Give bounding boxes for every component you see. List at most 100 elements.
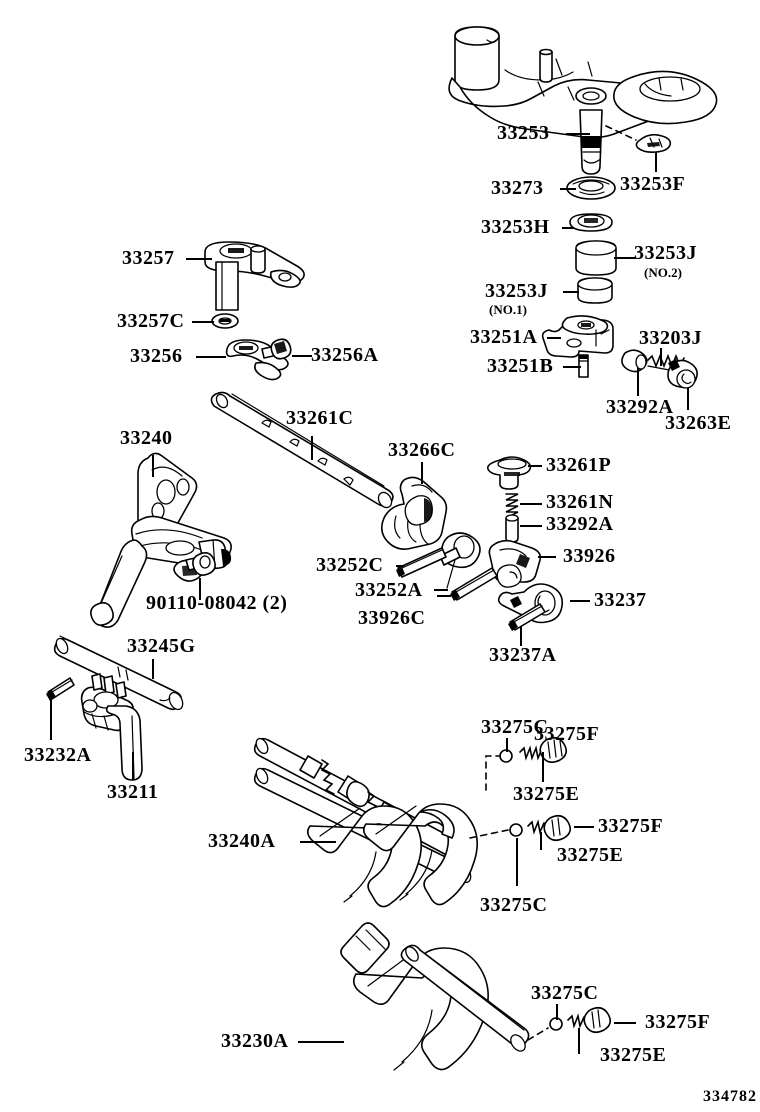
label-33245G: 33245G [127, 635, 196, 657]
part-33256-shape [225, 339, 289, 381]
label-33261C: 33261C [286, 407, 354, 429]
label-33252A: 33252A [355, 579, 423, 601]
leader-dash-33253F [605, 125, 637, 141]
leader-33251A [547, 337, 561, 339]
label-33253: 33253 [497, 122, 550, 144]
leader-33257C [192, 321, 214, 323]
leader-33275F-3 [614, 1022, 636, 1024]
leader-33203J [660, 348, 662, 366]
part-33257C-shape [211, 313, 239, 329]
label-33253J-no1: 33253J [485, 280, 548, 302]
leader-33275C-1 [506, 738, 508, 752]
leader-33273 [560, 188, 576, 190]
label-33275E-2: 33275E [557, 844, 624, 866]
leader-33275C-2 [516, 838, 518, 886]
leader-33926C [437, 595, 451, 597]
label-33275F-3: 33275F [645, 1011, 711, 1033]
leader-33237 [570, 600, 590, 602]
leader-33257 [186, 258, 212, 260]
part-33253-shape [448, 26, 718, 175]
label-33926C: 33926C [358, 607, 426, 629]
label-33237: 33237 [594, 589, 647, 611]
label-33237A: 33237A [489, 644, 557, 666]
part-33256A-shape [261, 338, 292, 360]
label-33275C-2: 33275C [480, 894, 548, 916]
label-33230A: 33230A [221, 1030, 289, 1052]
part-33253H-shape [569, 213, 613, 232]
leader-33253 [566, 133, 590, 135]
part-33926-shape [488, 539, 542, 588]
part-33292A-middle-shape [505, 514, 519, 543]
leader-33266C [421, 462, 423, 484]
label-33926: 33926 [563, 545, 616, 567]
leader-33292A-m [520, 525, 542, 527]
leader-33926 [538, 556, 556, 558]
label-33253J-no2-note: (NO.2) [644, 265, 682, 280]
leader-33240A [300, 841, 336, 843]
label-33251B: 33251B [487, 355, 554, 377]
label-33266C: 33266C [388, 439, 456, 461]
part-33263E-shape [667, 359, 698, 389]
label-33257C: 33257C [117, 310, 185, 332]
leader-33275F-2 [574, 826, 594, 828]
label-33203J: 33203J [639, 327, 702, 349]
leader-33261C [311, 436, 313, 460]
label-33273: 33273 [491, 177, 544, 199]
leader-33240 [152, 455, 154, 477]
label-33232A: 33232A [24, 744, 92, 766]
label-33275C-1: 33275C [481, 716, 549, 738]
part-33253F-shape [635, 133, 672, 153]
label-33253J-no1-note: (NO.1) [489, 302, 527, 317]
leader-90110 [199, 578, 201, 600]
part-33252A-shape [446, 559, 456, 589]
part-33252C-shape [396, 532, 481, 578]
leader-33263E [687, 388, 689, 410]
part-33266C-shape [380, 476, 448, 550]
leader-33211 [132, 752, 134, 780]
label-33257: 33257 [122, 247, 175, 269]
part-33926C-shape [450, 567, 498, 601]
label-33275E-3: 33275E [600, 1044, 667, 1066]
label-33256: 33256 [130, 345, 183, 367]
label-33263E: 33263E [665, 412, 732, 434]
part-33240A-shape [253, 737, 478, 908]
part-33292A-right-shape [621, 349, 648, 373]
label-33251A: 33251A [470, 326, 538, 348]
label-33275F-1: 33275F [534, 723, 600, 745]
label-33240A: 33240A [208, 830, 276, 852]
part-33261P-shape [486, 456, 532, 490]
label-33253F: 33253F [620, 173, 686, 195]
leader-33275E-1 [542, 752, 544, 782]
leader-33230A [298, 1041, 344, 1043]
leader-33253J1 [563, 291, 579, 293]
leader-33261P [528, 465, 542, 467]
part-33230A-shape [340, 922, 530, 1071]
label-33253H: 33253H [481, 216, 550, 238]
part-33253J-no1-shape [577, 277, 613, 304]
part-33253J-no2-shape [575, 240, 617, 276]
part-33261N-shape [505, 493, 519, 519]
label-33256A: 33256A [311, 344, 379, 366]
label-33275F-2: 33275F [598, 815, 664, 837]
part-33237A-shape [508, 603, 546, 631]
label-33275C-3: 33275C [531, 982, 599, 1004]
leader-33237A [520, 626, 522, 646]
label-90110-08042: 90110-08042 (2) [146, 592, 288, 614]
part-33257-shape [204, 241, 305, 311]
leader-33252A [434, 589, 448, 591]
label-33261N: 33261N [546, 491, 614, 513]
part-33275-lower-shape [527, 1006, 612, 1041]
leader-33256A [292, 355, 312, 357]
leader-33275C-3 [556, 1004, 558, 1020]
label-33292A-middle: 33292A [546, 513, 614, 535]
part-33203J-shape [647, 353, 685, 373]
label-33211: 33211 [107, 781, 159, 803]
leader-33251B [563, 366, 581, 368]
leader-33245G [152, 659, 154, 679]
leader-33292A-r [637, 368, 639, 396]
leader-33253F [655, 152, 657, 172]
leader-33253H [562, 227, 574, 229]
leader-33275E-3 [578, 1028, 580, 1054]
leader-33232A [50, 696, 52, 740]
